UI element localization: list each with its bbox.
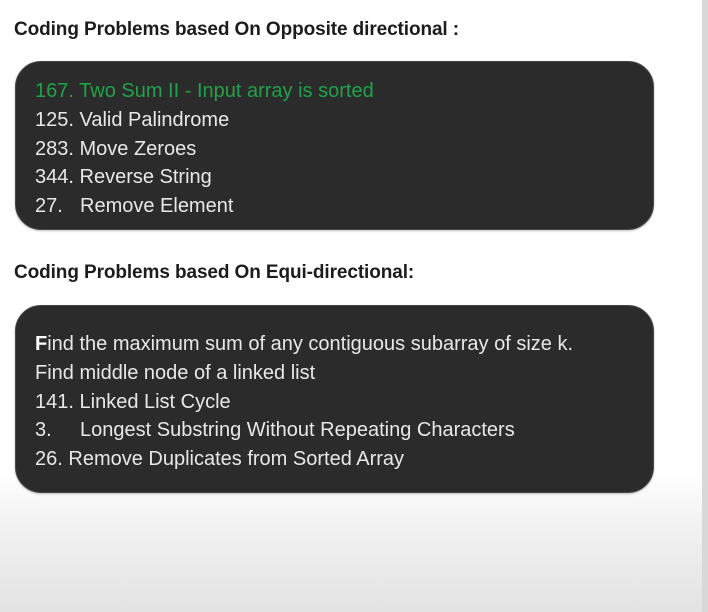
problem-title: Move Zeroes — [79, 137, 197, 160]
problem-title: Longest Substring Without Repeating Char… — [80, 419, 515, 442]
problem-title: Two Sum II - Input array is sorted — [79, 80, 374, 102]
problem-number: 27. — [35, 195, 63, 218]
problem-number: 26. — [35, 448, 63, 471]
problem-item-move-zeroes: 283. Move Zeroes — [35, 135, 653, 164]
problem-number: 167. — [35, 80, 74, 102]
problem-item-longest-substring: 3. Longest Substring Without Repeating Ch… — [35, 416, 653, 445]
problem-title: Reverse String — [79, 166, 212, 189]
problem-number: 283. — [35, 137, 74, 160]
problem-item-remove-element: 27. Remove Element — [35, 192, 653, 221]
problem-item-reverse-string: 344. Reverse String — [35, 163, 653, 192]
problem-lead-letter: F — [35, 333, 48, 355]
opposite-directional-problem-list: 167. Two Sum II - Input array is sorted … — [15, 61, 654, 230]
problem-item-two-sum-ii: 167. Two Sum II - Input array is sorted — [35, 77, 653, 106]
right-edge-divider — [702, 0, 708, 612]
equi-directional-heading: Coding Problems based On Equi-directiona… — [14, 262, 415, 283]
problem-item-remove-duplicates: 26. Remove Duplicates from Sorted Array — [35, 445, 653, 474]
problem-title: Remove Element — [80, 195, 234, 218]
problem-title: Linked List Cycle — [79, 390, 231, 413]
problem-title: Remove Duplicates from Sorted Array — [68, 448, 405, 471]
problem-number: 3. — [35, 419, 52, 442]
equi-directional-problem-list: Find the maximum sum of any contiguous s… — [15, 305, 654, 493]
problem-item-middle-node: Find middle node of a linked list — [35, 359, 653, 388]
problem-number: 141. — [35, 390, 74, 413]
problem-item-linked-list-cycle: 141. Linked List Cycle — [35, 388, 653, 417]
problem-number: 344. — [35, 166, 74, 189]
problem-item-valid-palindrome: 125. Valid Palindrome — [35, 106, 653, 135]
opposite-directional-heading: Coding Problems based On Opposite direct… — [14, 19, 460, 40]
problem-item-max-sum-subarray: Find the maximum sum of any contiguous s… — [35, 330, 653, 359]
problem-text: ind the maximum sum of any contiguous su… — [47, 333, 574, 355]
problem-title: Valid Palindrome — [79, 108, 230, 131]
problem-number: 125. — [35, 108, 74, 131]
problem-text: Find middle node of a linked list — [35, 361, 316, 384]
